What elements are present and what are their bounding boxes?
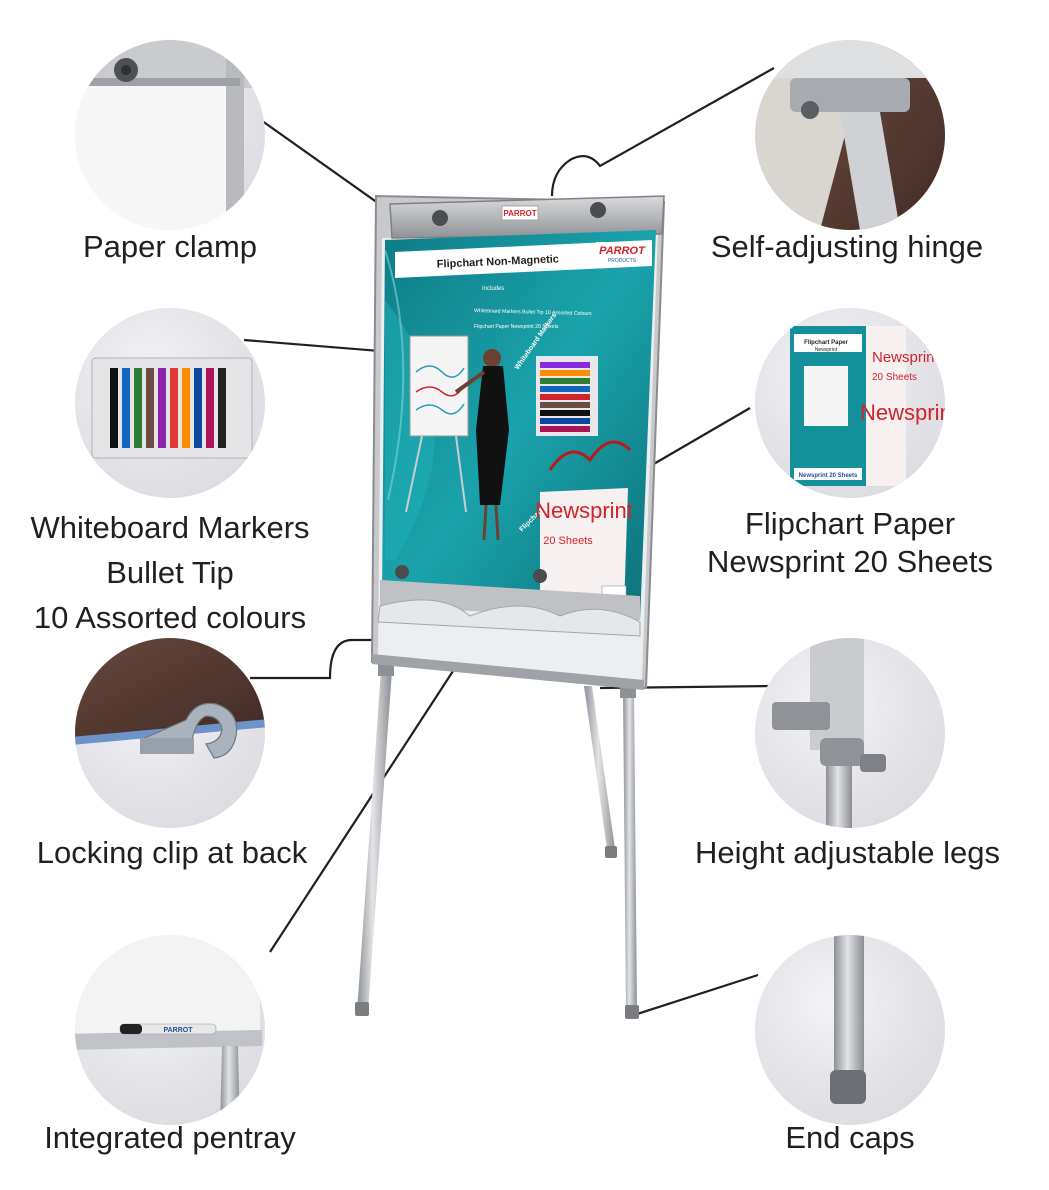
svg-text:Includes: Includes <box>482 286 504 292</box>
presenter <box>454 349 509 541</box>
flipchart-easel: PARROT Flipchart Non-Magnetic PARROT PRO… <box>355 194 666 1019</box>
svg-text:Newsprint: Newsprint <box>535 498 633 523</box>
caption-flipchart-paper: Flipchart Paper Newsprint 20 Sheets <box>706 506 994 579</box>
svg-text:Newsprint: Newsprint <box>872 349 940 366</box>
detail-flipchart-paper: Flipchart Paper Newsprint Newsprint 20 S… <box>755 308 958 498</box>
connector-lines <box>243 67 775 1017</box>
svg-text:Newsprint 20 Sheets: Newsprint 20 Sheets <box>799 473 858 479</box>
pentray-bar <box>372 654 644 690</box>
detail-markers <box>75 308 265 498</box>
hinge-icon <box>790 78 910 230</box>
rail-brand: PARROT <box>503 209 536 218</box>
connector-locking-clip <box>250 638 377 680</box>
marker-pack-icon <box>91 357 253 459</box>
svg-text:PARROT: PARROT <box>163 1027 193 1034</box>
connector-hinge <box>550 67 775 197</box>
connector-markers <box>243 338 393 354</box>
caption-pentray: Integrated pentray <box>44 1120 296 1155</box>
front-leg-right <box>623 690 637 1012</box>
connector-paper <box>651 407 751 466</box>
poster-markers <box>540 362 590 432</box>
caption-self-adjusting-hinge: Self-adjusting hinge <box>710 229 984 264</box>
connector-end-caps <box>633 973 759 1017</box>
knob-icon <box>114 58 138 82</box>
board-brand: PARROT <box>599 245 646 257</box>
svg-text:Flipchart Paper Newsprint 20 S: Flipchart Paper Newsprint 20 Sheets <box>474 324 559 330</box>
caption-height-legs: Height adjustable legs <box>694 835 1001 870</box>
back-leg <box>584 686 616 856</box>
svg-text:20 Sheets: 20 Sheets <box>872 372 917 383</box>
detail-paper-clamp <box>75 40 265 230</box>
leg-clamp-icon <box>772 702 886 772</box>
paper-pack-icon: Flipchart Paper Newsprint Newsprint 20 S… <box>790 326 958 486</box>
svg-text:Flipchart Paper: Flipchart Paper <box>804 340 848 346</box>
knob-icon <box>432 202 606 226</box>
connector-pentray <box>269 667 456 953</box>
end-cap-icon <box>830 935 866 1104</box>
detail-pentray: PARROT <box>75 935 265 1125</box>
svg-text:20 Sheets: 20 Sheets <box>543 535 593 547</box>
clip-icon <box>139 702 238 759</box>
caption-end-caps: End caps <box>785 1120 915 1155</box>
caption-paper-clamp: Paper clamp <box>82 229 258 264</box>
svg-text:Whiteboard Markers Bullet Tip: Whiteboard Markers Bullet Tip 10 Assorte… <box>474 308 592 317</box>
connector-paper-clamp <box>257 117 393 214</box>
svg-text:Newsprint: Newsprint <box>860 400 958 425</box>
front-leg-left <box>357 670 392 1012</box>
detail-locking-clip <box>75 638 265 828</box>
end-cap-right <box>625 1005 639 1019</box>
svg-text:Newsprint: Newsprint <box>815 347 838 353</box>
detail-end-caps <box>755 935 945 1125</box>
detail-height-legs <box>755 638 945 828</box>
board-title: Flipchart Non-Magnetic <box>437 253 560 270</box>
caption-whiteboard-markers: Whiteboard Markers Bullet Tip 10 Assorte… <box>30 510 310 635</box>
svg-text:PRODUCTS: PRODUCTS <box>608 258 637 264</box>
end-cap-left <box>355 1002 369 1016</box>
caption-locking-clip: Locking clip at back <box>36 835 308 870</box>
